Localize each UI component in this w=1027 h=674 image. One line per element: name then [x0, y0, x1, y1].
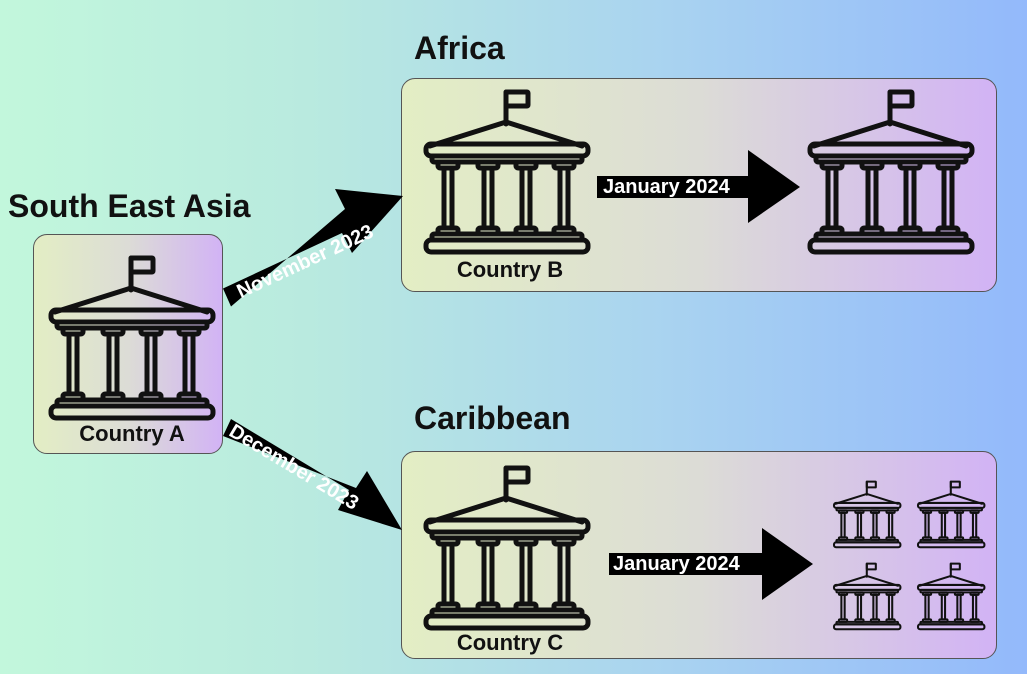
building-icon-small-2	[916, 480, 986, 549]
region-label-africa: Africa	[414, 30, 505, 66]
building-icon-country-c	[426, 468, 588, 628]
country-label-a: Country A	[79, 421, 185, 446]
arrow-november-2023	[223, 189, 403, 307]
region-label-caribbean: Caribbean	[414, 400, 571, 436]
country-label-c: Country C	[456, 630, 564, 655]
arrow-label-january-2024-caribbean: January 2024	[613, 553, 740, 575]
building-icon-small-3	[832, 562, 902, 631]
building-icon-africa-result	[810, 92, 972, 252]
region-label-south-east-asia: South East Asia	[8, 188, 251, 224]
building-icon-country-b	[426, 92, 588, 252]
country-label-b: Country B	[456, 257, 564, 282]
building-icon-small-4	[916, 562, 986, 631]
arrow-january-2024-caribbean	[609, 528, 813, 600]
building-icon-small-1	[832, 480, 902, 549]
arrow-december-2023	[223, 419, 402, 530]
arrow-label-january-2024-africa: January 2024	[603, 176, 730, 198]
arrow-january-2024-africa	[597, 150, 800, 223]
building-icon-country-a	[51, 258, 213, 418]
